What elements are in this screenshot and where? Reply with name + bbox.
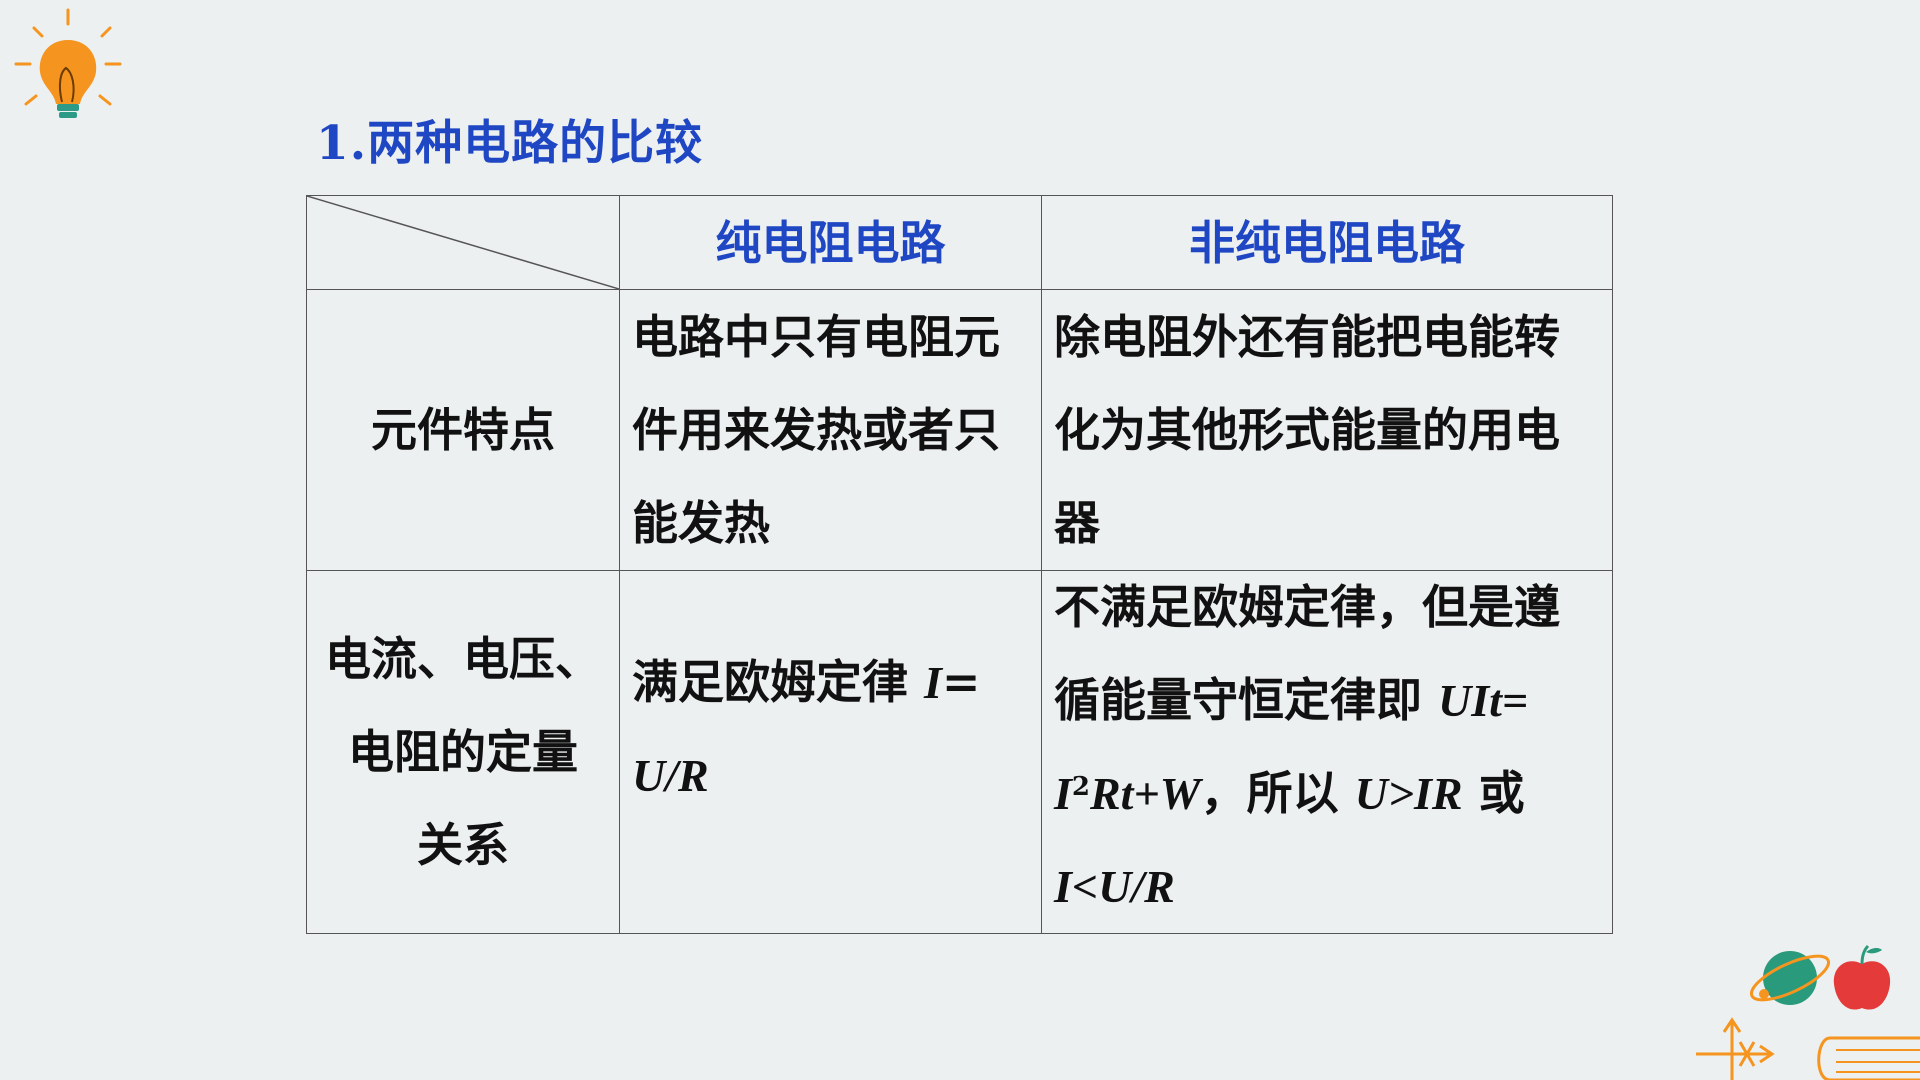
formula: U/R bbox=[632, 750, 709, 801]
page-title: 1.两种电路的比较 bbox=[316, 116, 704, 171]
text-line: 满足欧姆定律 I= bbox=[632, 636, 1033, 729]
cell-nonpure-relation: 不满足欧姆定律，但是遵 循能量守恒定律即 UIt= I2Rt+W，所以 U>IR… bbox=[1041, 570, 1613, 934]
diagonal-line bbox=[307, 196, 619, 289]
text-line: 循能量守恒定律即 UIt= bbox=[1054, 654, 1604, 747]
text-line: 不满足欧姆定律，但是遵 bbox=[1054, 580, 1560, 634]
text-line: 化为其他形式能量的用电 bbox=[1054, 402, 1560, 457]
table-row: 元件特点 电路中只有电阻元 件用来发热或者只 能发热 除电阻外还有能把电能转 化… bbox=[306, 289, 1613, 571]
cell-pure-component: 电路中只有电阻元 件用来发热或者只 能发热 bbox=[619, 289, 1042, 571]
formula: UIt= bbox=[1438, 675, 1529, 726]
text-line: 能发热 bbox=[632, 495, 770, 550]
row-label-component: 元件特点 bbox=[306, 289, 620, 571]
text-line: 件用来发热或者只 bbox=[632, 402, 1000, 457]
text-line: 电路中只有电阻元 bbox=[632, 309, 1000, 364]
row-label-line: 元件特点 bbox=[371, 402, 555, 457]
text-span: 或 bbox=[1478, 766, 1525, 820]
diagonal-header-cell bbox=[306, 195, 620, 290]
text-span: 满足欧姆定律 bbox=[632, 655, 908, 709]
formula-superscript: 2 bbox=[1071, 772, 1090, 802]
formula: = bbox=[941, 655, 981, 709]
table-header-row: 纯电阻电路 非纯电阻电路 bbox=[306, 195, 1613, 290]
formula: I bbox=[1054, 768, 1072, 819]
text-line: U/R bbox=[632, 729, 1033, 822]
text-span: 循能量守恒定律即 bbox=[1054, 673, 1422, 727]
science-decoration-icon bbox=[1696, 944, 1920, 1080]
header-pure-resistance: 纯电阻电路 bbox=[619, 195, 1042, 290]
text-span: ，所以 bbox=[1200, 766, 1339, 820]
row-label-line: 电流、电压、 bbox=[325, 631, 601, 686]
table-row: 电流、电压、 电阻的定量 关系 满足欧姆定律 I= U/R 不满足欧姆定律，但是… bbox=[306, 570, 1613, 934]
comparison-table: 纯电阻电路 非纯电阻电路 元件特点 电路中只有电阻元 件用来发热或者只 能发热 … bbox=[306, 195, 1613, 934]
header-non-pure-resistance: 非纯电阻电路 bbox=[1041, 195, 1613, 290]
text-line: I<U/R bbox=[1054, 840, 1604, 933]
row-label-relation: 电流、电压、 电阻的定量 关系 bbox=[306, 570, 620, 934]
cell-nonpure-component: 除电阻外还有能把电能转 化为其他形式能量的用电 器 bbox=[1041, 289, 1613, 571]
text-line: 器 bbox=[1054, 495, 1100, 550]
formula: U>IR bbox=[1354, 768, 1463, 819]
text-line: I2Rt+W，所以 U>IR 或 bbox=[1054, 747, 1604, 840]
formula: I bbox=[924, 657, 942, 708]
row-label-line: 电阻的定量 bbox=[348, 724, 578, 779]
row-label-line: 关系 bbox=[417, 817, 509, 872]
cell-pure-relation: 满足欧姆定律 I= U/R bbox=[619, 570, 1042, 934]
formula: Rt+W bbox=[1090, 768, 1201, 819]
text-line: 除电阻外还有能把电能转 bbox=[1054, 309, 1560, 364]
lightbulb-icon bbox=[14, 8, 122, 118]
formula: I<U/R bbox=[1054, 861, 1175, 912]
